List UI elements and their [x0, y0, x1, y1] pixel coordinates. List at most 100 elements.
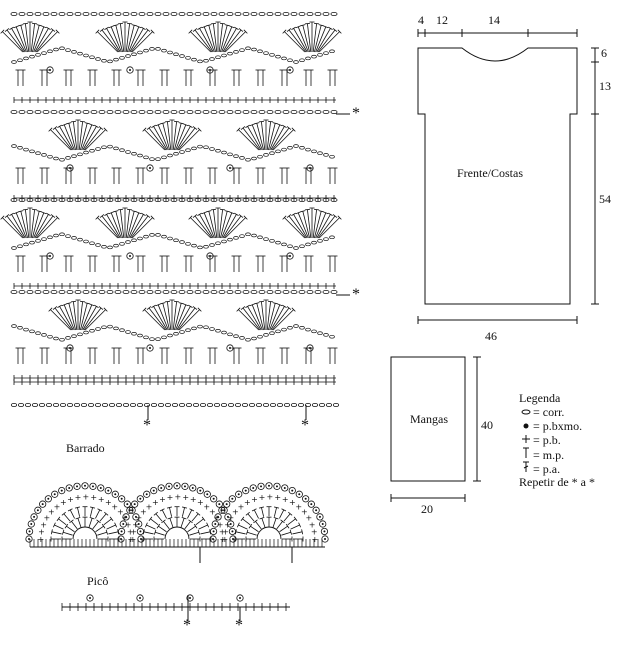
- svg-text:+: +: [305, 514, 312, 523]
- svg-text:+: +: [167, 493, 174, 502]
- svg-text:+: +: [132, 520, 139, 529]
- legend-item-pa: = p.a.: [519, 461, 595, 476]
- barrado-chart: ++++++++++++++++++++++++++++++++++++++++…: [25, 482, 329, 563]
- measure-top-4: 4: [418, 13, 424, 27]
- svg-text:+: +: [259, 493, 266, 502]
- chart-base-rows: [10, 113, 350, 420]
- svg-text:+: +: [267, 492, 274, 501]
- pico-row: [61, 594, 290, 621]
- svg-text:+: +: [125, 520, 132, 529]
- legend-title: Legenda: [519, 391, 561, 405]
- svg-text:+: +: [75, 493, 82, 502]
- chain-symbol-icon: [519, 405, 533, 419]
- svg-text:+: +: [220, 535, 227, 544]
- svg-text:+: +: [219, 528, 226, 537]
- measure-top-12: 12: [436, 13, 448, 27]
- measure-right-54: 54: [599, 192, 611, 206]
- repeat-star-2: *: [352, 286, 360, 303]
- svg-text:+: +: [182, 493, 189, 502]
- svg-text:+: +: [175, 492, 182, 501]
- svg-text:+: +: [121, 514, 128, 523]
- svg-text:+: +: [90, 493, 97, 502]
- chart-block-4: [10, 289, 338, 381]
- svg-text:+: +: [111, 502, 118, 511]
- repeat-star-3: *: [143, 417, 151, 434]
- svg-text:+: +: [222, 528, 229, 537]
- pico-title: Picô: [87, 574, 109, 588]
- svg-text:+: +: [311, 528, 318, 537]
- svg-text:+: +: [152, 498, 159, 507]
- legend-item-pb: = p.b.: [519, 433, 595, 447]
- single-crochet-symbol-icon: [519, 433, 533, 447]
- svg-text:+: +: [159, 495, 166, 504]
- measure-right-13: 13: [599, 79, 611, 93]
- svg-text:+: +: [301, 508, 308, 517]
- measure-bottom-46: 46: [485, 329, 497, 343]
- svg-text:+: +: [130, 535, 137, 544]
- svg-text:+: +: [60, 498, 67, 507]
- svg-text:+: +: [67, 495, 74, 504]
- svg-text:+: +: [127, 528, 134, 537]
- measure-sleeve-40: 40: [481, 418, 493, 432]
- svg-text:+: +: [128, 535, 135, 544]
- svg-text:+: +: [190, 495, 197, 504]
- svg-text:+: +: [289, 498, 296, 507]
- svg-text:+: +: [217, 520, 224, 529]
- double-crochet-symbol-icon: [519, 461, 533, 476]
- measure-right-6: 6: [601, 46, 607, 60]
- half-double-crochet-symbol-icon: [519, 447, 533, 462]
- legend-item-mp: = m.p.: [519, 447, 595, 462]
- measure-top-14: 14: [488, 13, 500, 27]
- legend-repeat-note: Repetir de * a *: [519, 475, 595, 489]
- chart-block-2: [10, 110, 338, 201]
- svg-text:+: +: [38, 535, 45, 544]
- repeat-star-1: *: [352, 105, 360, 122]
- svg-text:+: +: [38, 528, 45, 537]
- legend-item-pbxmo: = p.bxmo.: [519, 419, 595, 433]
- svg-text:+: +: [282, 495, 289, 504]
- stitch-chart: [0, 11, 350, 420]
- svg-text:+: +: [117, 508, 124, 517]
- repeat-star-6: *: [235, 617, 243, 634]
- barrado-title: Barrado: [66, 441, 105, 455]
- svg-text:+: +: [146, 502, 153, 511]
- svg-text:+: +: [83, 492, 90, 501]
- repeat-star-4: *: [301, 417, 309, 434]
- svg-text:+: +: [309, 520, 316, 529]
- barrado-scallops: ++++++++++++++++++++++++++++++++++++++++…: [25, 482, 329, 563]
- svg-text:+: +: [238, 502, 245, 511]
- pico-chart: [61, 594, 290, 621]
- svg-text:+: +: [54, 502, 61, 511]
- legend-item-corr: = corr.: [519, 405, 595, 419]
- slip-stitch-symbol-icon: [519, 419, 533, 433]
- svg-text:+: +: [224, 520, 231, 529]
- svg-text:+: +: [203, 502, 210, 511]
- svg-text:+: +: [228, 514, 235, 523]
- svg-text:+: +: [213, 514, 220, 523]
- svg-text:+: +: [98, 495, 105, 504]
- chart-block-1: [0, 11, 342, 103]
- svg-text:+: +: [140, 508, 147, 517]
- svg-text:+: +: [312, 535, 319, 544]
- repeat-star-5: *: [183, 617, 191, 634]
- svg-text:+: +: [197, 498, 204, 507]
- legend: Legenda = corr. = p.bxmo. = p.b. = m.p. …: [519, 391, 595, 489]
- svg-text:+: +: [44, 514, 51, 523]
- svg-text:+: +: [40, 520, 47, 529]
- frente-costas-label: Frente/Costas: [457, 166, 523, 180]
- svg-text:+: +: [232, 508, 239, 517]
- svg-text:+: +: [244, 498, 251, 507]
- chart-block-3: [0, 197, 342, 289]
- svg-text:+: +: [136, 514, 143, 523]
- svg-text:+: +: [295, 502, 302, 511]
- svg-text:+: +: [222, 535, 229, 544]
- svg-text:+: +: [48, 508, 55, 517]
- measure-sleeve-20: 20: [421, 502, 433, 516]
- svg-text:+: +: [105, 498, 112, 507]
- svg-text:+: +: [251, 495, 258, 504]
- svg-text:+: +: [130, 528, 137, 537]
- svg-text:+: +: [209, 508, 216, 517]
- mangas-label: Mangas: [410, 412, 448, 426]
- svg-text:+: +: [274, 493, 281, 502]
